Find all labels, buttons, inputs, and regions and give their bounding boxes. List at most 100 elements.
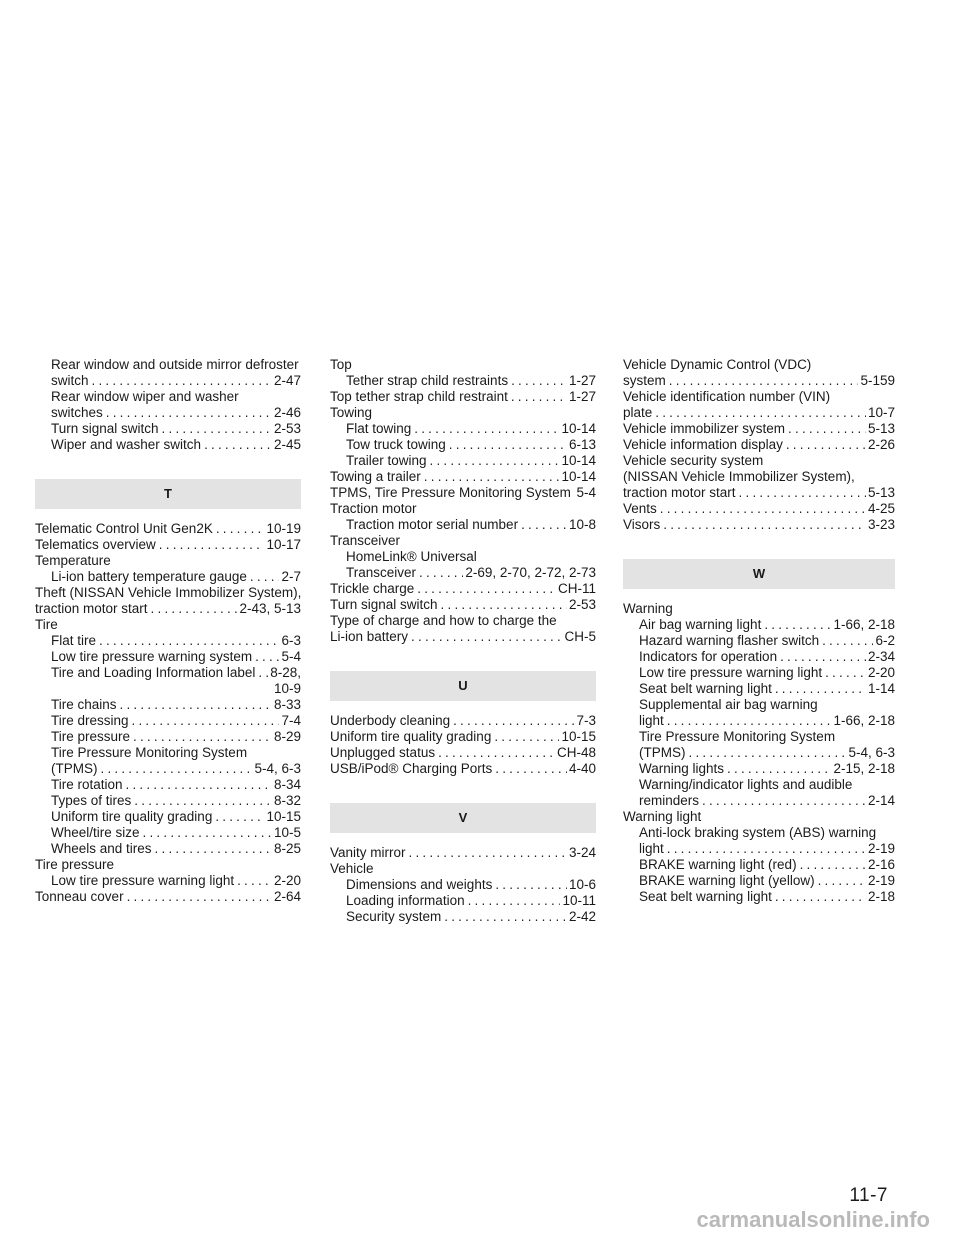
dot-leader <box>669 373 859 389</box>
page-ref-link[interactable]: 4-40 <box>568 761 596 776</box>
index-entry: Telematic Control Unit Gen2K10-19 <box>35 521 301 537</box>
index-subentry: Traction motor serial number10-8 <box>330 517 596 533</box>
dot-leader <box>237 873 272 889</box>
index-subentry: Turn signal switch2-53 <box>35 421 301 437</box>
index-subentry: reminders2-14 <box>623 793 895 809</box>
dot-leader <box>409 845 567 861</box>
dot-leader <box>424 469 560 485</box>
entry-text: system <box>623 373 666 388</box>
index-subentry: BRAKE warning light (red) 2-16 <box>623 857 895 873</box>
page-ref-link[interactable]: 6-3 <box>281 633 301 648</box>
page-ref-link[interactable]: 8-28, <box>270 665 301 680</box>
page-ref-link[interactable]: 10-7 <box>867 405 895 420</box>
page-ref-link[interactable]: 10-15 <box>561 729 596 744</box>
page-ref-link[interactable]: 10-5 <box>273 825 301 840</box>
entry-text: BRAKE warning light (red) <box>639 857 797 872</box>
page-ref-link[interactable]: 4-25 <box>867 501 895 516</box>
page-ref-link[interactable]: 2-64 <box>273 889 301 904</box>
page-ref-link[interactable]: 5-4, 6-3 <box>848 745 895 760</box>
dot-leader <box>764 617 831 633</box>
page-ref-link[interactable]: 2-19 <box>867 873 895 888</box>
page-ref-link[interactable]: CH-11 <box>557 581 596 596</box>
index-entry: Vents4-25 <box>623 501 895 517</box>
page-ref-link[interactable]: 5-13 <box>867 485 895 500</box>
page-ref-link[interactable]: CH-5 <box>564 629 596 644</box>
page-ref-link[interactable]: 2-18 <box>867 889 895 904</box>
page-ref-link[interactable]: 3-24 <box>568 845 596 860</box>
page-ref-link[interactable]: 2-69, 2-70, 2-72, 2-73 <box>465 565 596 580</box>
page-ref-link[interactable]: 2-45 <box>273 437 301 452</box>
entry-text: Low tire pressure warning light <box>51 873 235 888</box>
page-ref-link[interactable]: 2-34 <box>867 649 895 664</box>
page-ref-link[interactable]: 5-4 <box>281 649 301 664</box>
section-header-v: V <box>330 803 596 833</box>
entry-text: Tether strap child restraints <box>346 373 509 388</box>
entry-text: Tow truck towing <box>346 437 446 452</box>
page-ref-link[interactable]: 3-23 <box>867 517 895 532</box>
index-entry: Turn signal switch2-53 <box>330 597 596 613</box>
index-subentry: Anti-lock braking system (ABS) warning <box>623 825 895 841</box>
page-ref-link[interactable]: 1-66, 2-18 <box>833 713 895 728</box>
entry-text: Warning/indicator lights and audible <box>639 777 853 792</box>
index-entry: Vehicle Dynamic Control (VDC) <box>623 357 895 373</box>
dot-leader <box>818 873 866 889</box>
page-ref-link[interactable]: 8-34 <box>273 777 301 792</box>
page-ref-link[interactable]: 10-14 <box>561 421 596 436</box>
page-number: 11-7 <box>849 1185 888 1206</box>
page-ref-link[interactable]: 2-53 <box>568 597 596 612</box>
page-ref-link[interactable]: 10-17 <box>266 537 301 552</box>
index-subentry: Low tire pressure warning system5-4 <box>35 649 301 665</box>
page-ref-link[interactable]: 1-66, 2-18 <box>833 617 895 632</box>
page-ref-link[interactable]: 10-6 <box>568 877 596 892</box>
page-ref-link[interactable]: 7-3 <box>576 713 596 728</box>
index-subentry: Rear window wiper and washer <box>35 389 301 405</box>
page-ref-link[interactable]: 10-11 <box>562 893 596 908</box>
page-ref-link[interactable]: 1-27 <box>568 389 596 404</box>
page-ref-link[interactable]: 5-4 <box>576 485 596 500</box>
page-ref-link[interactable]: 10-19 <box>266 521 301 536</box>
page-ref-link[interactable]: 2-19 <box>867 841 895 856</box>
page-ref-link[interactable]: 2-26 <box>867 437 895 452</box>
index-subentry: Flat towing10-14 <box>330 421 596 437</box>
page-ref-link[interactable]: 2-43, 5-13 <box>239 601 301 616</box>
entry-text: (NISSAN Vehicle Immobilizer System), <box>623 469 855 484</box>
entry-text: Types of tires <box>51 793 132 808</box>
page-ref-link[interactable]: 10-14 <box>561 453 596 468</box>
dot-leader <box>825 665 866 681</box>
page-ref-link[interactable]: 2-14 <box>867 793 895 808</box>
page-ref-link[interactable]: 8-33 <box>273 697 301 712</box>
page-ref-link[interactable]: 5-159 <box>860 373 895 388</box>
entry-text: (TPMS) <box>51 761 98 776</box>
page-ref-link[interactable]: CH-48 <box>556 745 596 760</box>
page-ref-link[interactable]: 1-27 <box>568 373 596 388</box>
page-ref-link[interactable]: 2-42 <box>568 909 596 924</box>
page-ref-link[interactable]: 7-4 <box>281 713 301 728</box>
index-subentry: Tire rotation8-34 <box>35 777 301 793</box>
page-ref-link[interactable]: 2-16 <box>867 857 895 872</box>
page-ref-link[interactable]: 2-53 <box>273 421 301 436</box>
page-ref-link[interactable]: 8-29 <box>273 729 301 744</box>
entry-text: Indicators for operation <box>639 649 778 664</box>
page-ref-link[interactable]: 2-47 <box>273 373 301 388</box>
entry-text: Telematics overview <box>35 537 156 552</box>
page-ref-link[interactable]: 2-20 <box>867 665 895 680</box>
page-ref-link[interactable]: 6-2 <box>875 633 895 648</box>
page-ref-link[interactable]: 5-13 <box>867 421 895 436</box>
page-ref-link[interactable]: 8-25 <box>273 841 301 856</box>
page-ref-link[interactable]: 2-46 <box>273 405 301 420</box>
page-ref-link[interactable]: 8-32 <box>273 793 301 808</box>
page-ref-link[interactable]: 2-20 <box>273 873 301 888</box>
dot-leader <box>159 537 265 553</box>
page-ref-link[interactable]: 6-13 <box>568 437 596 452</box>
dot-leader <box>255 649 279 665</box>
page-ref-link[interactable]: 1-14 <box>867 681 895 696</box>
page-ref-link[interactable]: 2-7 <box>281 569 301 584</box>
page-ref-link[interactable]: 10-14 <box>561 469 596 484</box>
page-ref-link[interactable]: 5-4, 6-3 <box>254 761 301 776</box>
page-ref-link[interactable]: 10-15 <box>266 809 301 824</box>
page-ref-link[interactable]: 10-8 <box>568 517 596 532</box>
dot-leader <box>453 713 574 729</box>
page-ref-link[interactable]: 2-15, 2-18 <box>833 761 895 776</box>
entry-text: Rear window wiper and washer <box>51 389 239 404</box>
index-subentry: Types of tires 8-32 <box>35 793 301 809</box>
